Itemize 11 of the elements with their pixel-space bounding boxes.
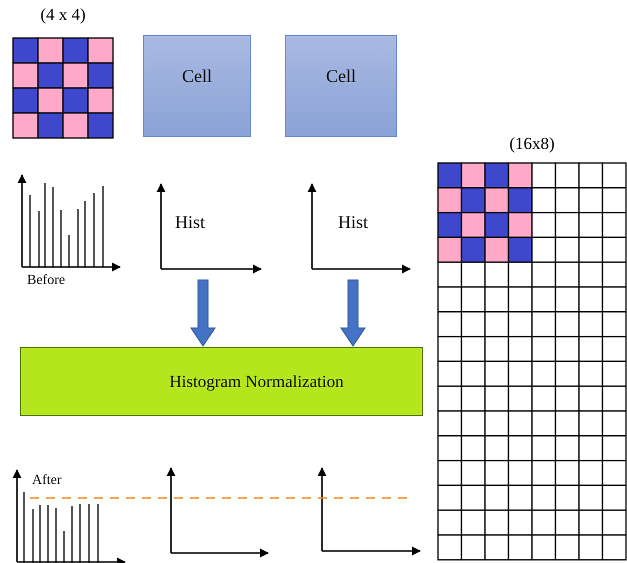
process-box: Histogram Normalization <box>20 347 423 416</box>
cell-box: Cell <box>143 35 251 137</box>
grid-heading: (16x8) <box>509 134 555 153</box>
block-arrow <box>190 280 216 347</box>
axis-caption: Before <box>27 273 66 289</box>
chart-label: Hist <box>175 212 206 233</box>
axis-caption: After <box>32 473 62 489</box>
chart-label: Hist <box>338 212 368 233</box>
grid-heading: (4 x 4) <box>40 5 86 24</box>
cell-box: Cell <box>285 35 397 137</box>
block-arrow <box>340 280 366 347</box>
